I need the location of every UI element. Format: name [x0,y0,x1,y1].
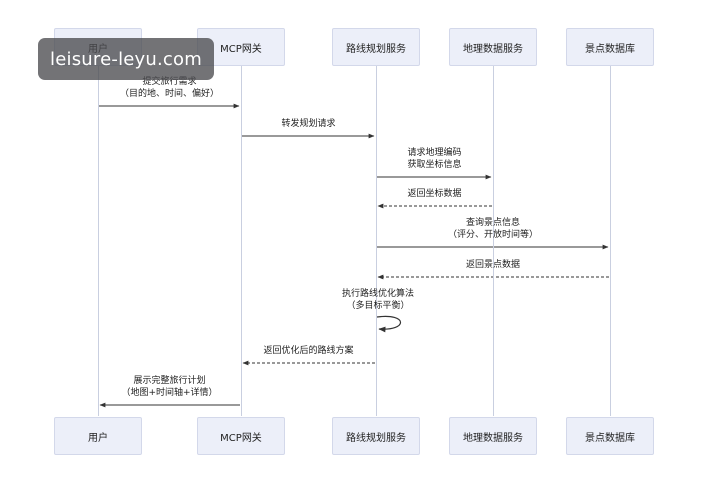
message-label-line: 执行路线优化算法 [341,289,415,299]
participant-route-bottom: 路线规划服务 [332,417,420,455]
participant-geo-top: 地理数据服务 [449,28,537,66]
message-label-line: 请求地理编码 [407,148,462,158]
message-label-6: 返回景点数据 [466,259,520,271]
self-message-loop [376,315,401,333]
message-label-2: 转发规划请求 [281,118,335,130]
lifeline-geo [493,64,494,416]
message-label-4: 返回坐标数据 [407,188,461,200]
participant-user-bottom: 用户 [54,417,142,455]
message-label-8: 返回优化后的路线方案 [263,345,353,357]
message-label-line: 查询景点信息 [465,218,521,228]
message-label-5: 查询景点信息 （评分、开放时间等） [448,217,538,241]
message-label-line: （目的地、时间、偏好） [119,89,220,99]
lifeline-user [98,64,99,416]
message-label-line: （评分、开放时间等） [447,230,539,240]
participant-poi-bottom: 景点数据库 [566,417,654,455]
message-label-line: 返回优化后的路线方案 [263,346,354,356]
message-label-line: 转发规划请求 [281,119,336,129]
message-label-line: 展示完整旅行计划 [133,376,206,386]
watermark: leisure-leyu.com [38,38,214,80]
message-label-3: 请求地理编码获取坐标信息 [407,147,461,171]
message-label-line: 返回坐标数据 [407,189,462,199]
participant-route-top: 路线规划服务 [332,28,420,66]
message-label-9: 展示完整旅行计划 （地图+时间轴+详情） [121,375,217,399]
message-label-1: 提交旅行需求 （目的地、时间、偏好） [120,76,219,100]
message-label-line: 获取坐标信息 [407,160,462,170]
participant-poi-top: 景点数据库 [566,28,654,66]
message-label-line: 返回景点数据 [465,260,521,270]
lifeline-route [376,64,377,416]
participant-geo-bottom: 地理数据服务 [449,417,537,455]
message-label-line: 提交旅行需求 [142,77,197,87]
message-label-7: 执行路线优化算法 （多目标平衡） [342,288,414,312]
message-label-line: （地图+时间轴+详情） [121,388,218,398]
message-label-line: （多目标平衡） [346,301,410,311]
participant-gateway-bottom: MCP网关 [197,417,285,455]
lifeline-gateway [241,64,242,416]
lifeline-poi [610,64,611,416]
